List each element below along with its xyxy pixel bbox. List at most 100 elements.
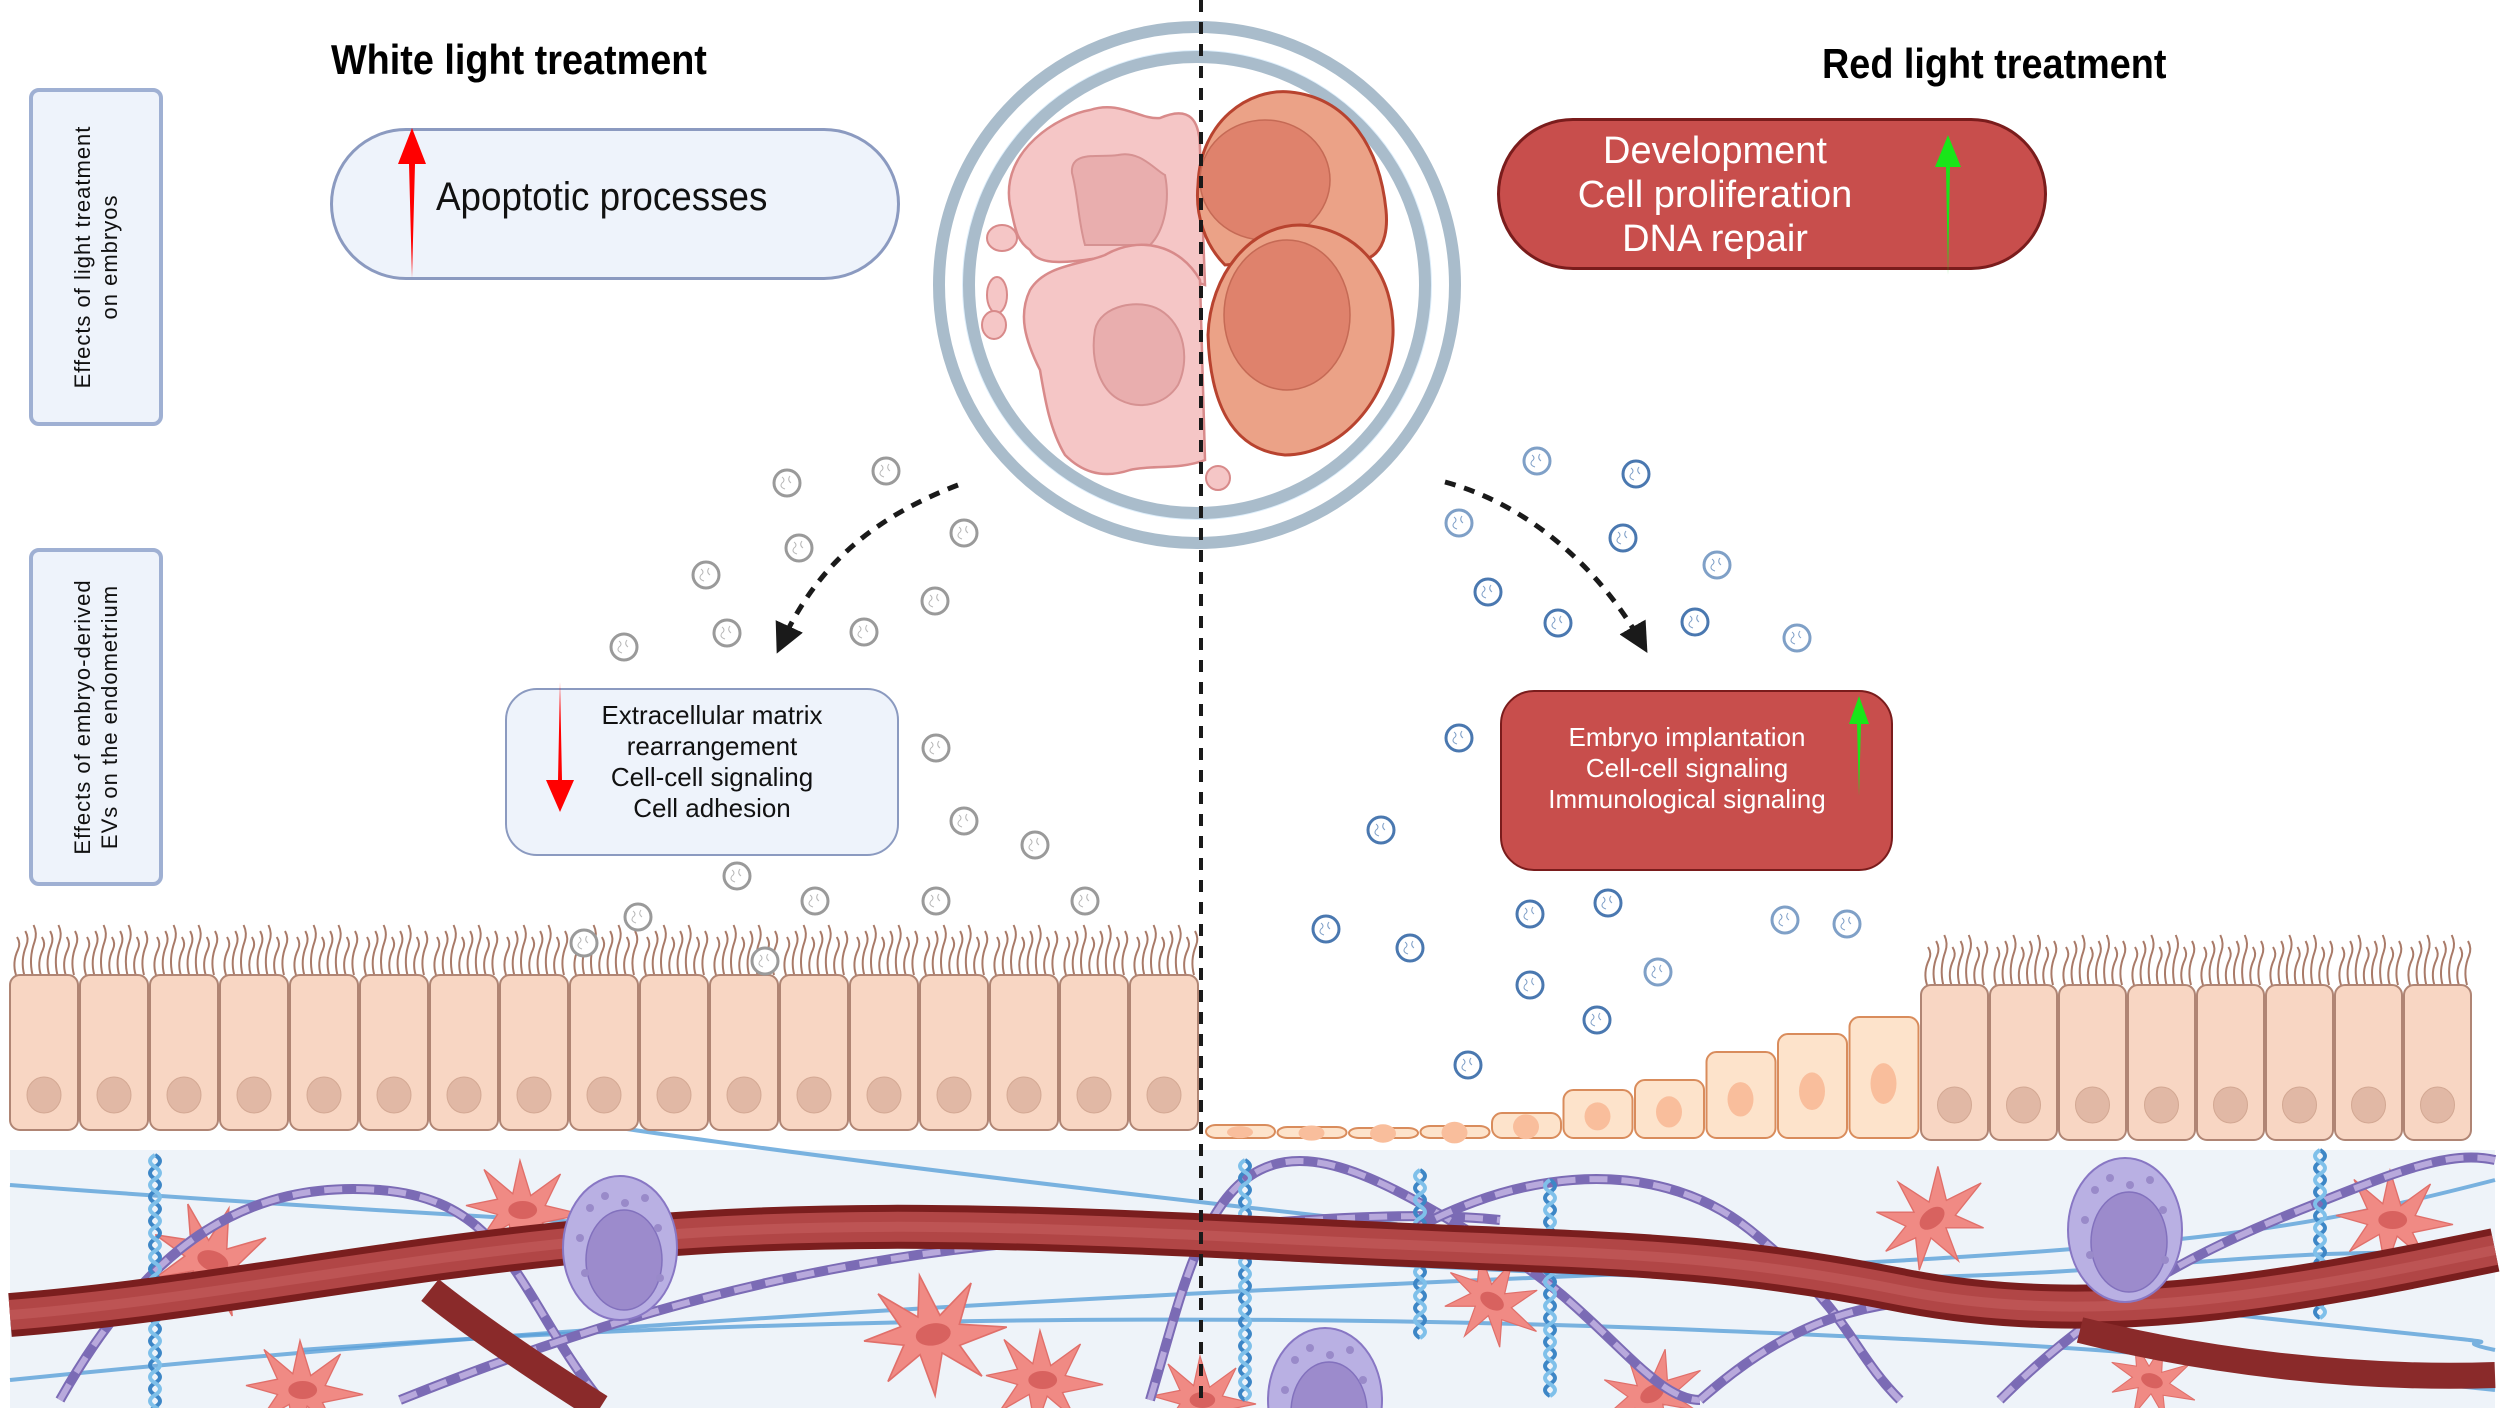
stromal-fibroblast: [1444, 1252, 1538, 1348]
stromal-fibroblast: [1876, 1166, 1984, 1271]
transitional-epithelial-cell: [1705, 1051, 1777, 1139]
extracellular-vesicle: [1543, 608, 1573, 638]
extracellular-vesicle: [921, 886, 951, 916]
ciliated-epithelial-cell: [9, 924, 79, 1131]
white-endometrium-effects-box: Extracellular matrix rearrangement Cell-…: [505, 682, 899, 856]
ciliated-epithelial-cell: [779, 924, 849, 1131]
ciliated-epithelial-cell: [1989, 934, 2058, 1141]
extracellular-vesicle: [772, 468, 802, 498]
effect-item: Cell adhesion: [633, 793, 791, 823]
extracellular-vesicle: [1366, 815, 1396, 845]
extracellular-vesicle: [691, 560, 721, 590]
extracellular-vesicle: [1515, 970, 1545, 1000]
extracellular-vesicle: [949, 518, 979, 548]
helical-fiber: [1238, 1158, 1252, 1402]
extracellular-vesicle: [949, 806, 979, 836]
extracellular-vesicle: [1453, 1050, 1483, 1080]
white-embryo-effects-box: Apoptotic processes: [330, 128, 900, 280]
ciliated-epithelial-cell: [149, 924, 219, 1131]
green-up-arrow-icon: [1849, 696, 1869, 796]
ciliated-epithelial-cell: [219, 924, 289, 1131]
ciliated-epithelial-cell: [2196, 934, 2265, 1141]
immune-cell: [1267, 1327, 1383, 1408]
ciliated-epithelial-cell: [2265, 934, 2334, 1141]
transitional-epithelial-cell: [1562, 1089, 1634, 1139]
extracellular-vesicle: [1020, 830, 1050, 860]
extracellular-vesicle: [1770, 905, 1800, 935]
extracellular-vesicle: [712, 618, 742, 648]
ev-release-arrow-left: [775, 482, 959, 654]
ciliated-epithelial-cell: [709, 924, 779, 1131]
stromal-fibroblast: [245, 1337, 364, 1408]
extracellular-vesicle: [1444, 723, 1474, 753]
stroma-elements: [8, 1123, 2500, 1408]
immune-cell: [2067, 1157, 2183, 1303]
extracellular-vesicles-white: [569, 456, 1100, 976]
extracellular-vesicle: [1643, 957, 1673, 987]
ciliated-epithelial-cell: [359, 924, 429, 1131]
red-up-arrow-icon: [398, 128, 426, 278]
ciliated-epithelial-cell: [989, 924, 1059, 1131]
stromal-fibroblast: [1603, 1349, 1701, 1408]
ciliated-epithelial-cell: [2058, 934, 2127, 1141]
extracellular-vesicle: [871, 456, 901, 486]
extracellular-vesicle: [800, 886, 830, 916]
transitional-epithelial-cell: [1491, 1112, 1562, 1140]
effect-item: Cell proliferation: [1577, 174, 1853, 216]
ciliated-epithelial-cell: [639, 924, 709, 1131]
ciliated-epithelial-cell: [499, 924, 569, 1131]
red-embryo-effects-box: Development Cell proliferation DNA repai…: [1497, 118, 2047, 275]
embryo: [933, 21, 1461, 549]
extracellular-vesicle: [609, 632, 639, 662]
red-endometrium-effects-box: Embryo implantation Cell-cell signaling …: [1500, 690, 1893, 871]
extracellular-vesicle: [1680, 607, 1710, 637]
effect-item: DNA repair: [1622, 218, 1808, 260]
red-endometrium-effects-text: Embryo implantation Cell-cell signaling …: [1542, 722, 1832, 815]
transitional-epithelial-cell: [1419, 1121, 1491, 1144]
extracellular-vesicle: [920, 586, 950, 616]
ciliated-epithelial-cell: [1129, 924, 1199, 1131]
stromal-fibroblast: [2111, 1340, 2196, 1408]
stromal-fibroblast: [2335, 1167, 2454, 1273]
ev-release-arrow-right: [1444, 479, 1648, 654]
row-label-ev-effects: Effects of embryo-derived EVs on the end…: [29, 548, 163, 886]
extracellular-vesicle: [1608, 523, 1638, 553]
transitional-epithelial-cell: [1205, 1124, 1276, 1139]
extracellular-vesicle: [784, 533, 814, 563]
effect-item: Development: [1603, 130, 1827, 172]
helical-fiber: [1543, 1178, 1557, 1398]
extracellular-vesicle: [1832, 909, 1862, 939]
extracellular-vesicle: [1515, 899, 1545, 929]
extracellular-vesicle: [1522, 446, 1552, 476]
collagen-bundle: [1377, 1174, 1904, 1404]
row-label-line: Effects of light treatment: [70, 125, 95, 389]
effect-item: Cell-cell signaling: [1585, 753, 1789, 783]
red-light-title: Red light treatment: [1822, 40, 2167, 87]
extracellular-vesicle: [849, 617, 879, 647]
row-label-line: on embryos: [97, 194, 122, 320]
blood-vessel-branch: [2076, 1317, 2496, 1389]
extracellular-vesicle: [722, 861, 752, 891]
effect-item: Immunological signaling: [1548, 784, 1826, 814]
transitional-epithelial-cell: [1348, 1124, 1419, 1143]
collagen-bundle: [1145, 1156, 1701, 1405]
ciliated-epithelial-cell: [2127, 934, 2196, 1141]
extracellular-vesicle: [1311, 914, 1341, 944]
ciliated-epithelial-cell: [849, 924, 919, 1131]
transitional-epithelial-cell: [1848, 1016, 1920, 1139]
extracellular-vesicle: [569, 928, 599, 958]
zona-outer-ring: [933, 21, 1461, 549]
ciliated-epithelial-cell: [1920, 934, 1989, 1141]
transitional-epithelial-cell: [1276, 1125, 1348, 1141]
extracellular-vesicle: [1702, 550, 1732, 580]
stromal-fibroblast: [1151, 1353, 1257, 1408]
white-endometrium-effects-text: Extracellular matrix rearrangement Cell-…: [567, 700, 857, 824]
effect-item: Embryo implantation: [1568, 722, 1806, 752]
row-label-embryo-effects: Effects of light treatment on embryos: [29, 88, 163, 426]
ciliated-epithelial-cell: [79, 924, 149, 1131]
transitional-epithelial-cell: [1777, 1033, 1848, 1139]
healthy-blastomeres: [1195, 90, 1395, 457]
red-down-arrow-icon: [546, 682, 574, 812]
extracellular-vesicle: [1593, 888, 1623, 918]
